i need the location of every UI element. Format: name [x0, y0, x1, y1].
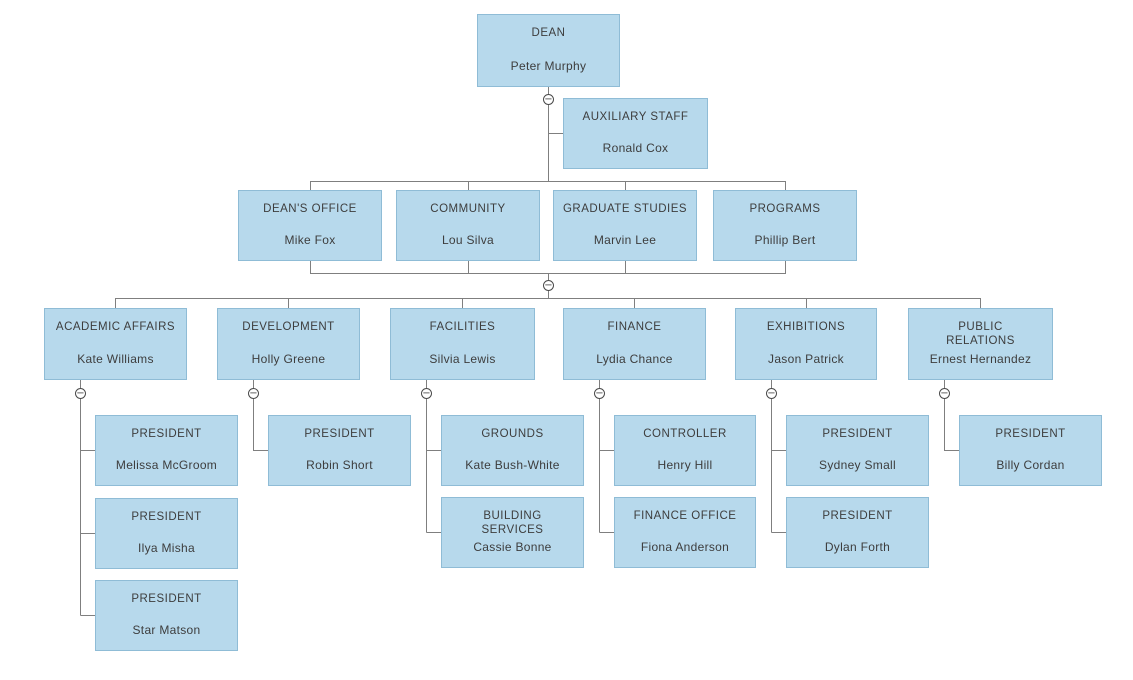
node-title: DEVELOPMENT [242, 321, 335, 333]
node-person-name: Ronald Cox [602, 141, 669, 155]
org-node-facilities[interactable]: FACILITIES Silvia Lewis [390, 308, 535, 380]
org-node-development[interactable]: DEVELOPMENT Holly Greene [217, 308, 360, 380]
node-title: DEAN [531, 27, 566, 39]
node-title: ACADEMIC AFFAIRS [55, 321, 176, 333]
node-title: PRESIDENT [131, 428, 202, 440]
node-person-name: Henry Hill [657, 458, 713, 472]
org-node-president-billy-cordan[interactable]: PRESIDENT Billy Cordan [959, 415, 1102, 486]
node-person-name: Sydney Small [819, 458, 896, 472]
minus-glyph: − [767, 388, 776, 399]
node-title: BUILDING SERVICES [481, 510, 544, 536]
collapse-minus-icon-dean[interactable]: − [543, 94, 554, 105]
node-title: DEAN'S OFFICE [263, 203, 357, 215]
org-node-finance-office[interactable]: FINANCE OFFICE Fiona Anderson [614, 497, 756, 568]
node-person-name: Melissa McGroom [115, 458, 218, 472]
org-node-exhibitions[interactable]: EXHIBITIONS Jason Patrick [735, 308, 877, 380]
minus-glyph: − [595, 388, 604, 399]
minus-glyph: − [544, 280, 553, 291]
node-title: PROGRAMS [749, 203, 821, 215]
connector-development-children [253, 380, 268, 451]
node-title: GRADUATE STUDIES [562, 203, 688, 215]
node-person-name: Robin Short [306, 458, 373, 472]
org-node-finance[interactable]: FINANCE Lydia Chance [563, 308, 706, 380]
node-title: PRESIDENT [131, 511, 202, 523]
node-title: PRESIDENT [995, 428, 1066, 440]
minus-glyph: − [76, 388, 85, 399]
node-title: CONTROLLER [643, 428, 727, 440]
node-person-name: Marvin Lee [593, 233, 657, 247]
org-node-president-ilya-misha[interactable]: PRESIDENT Ilya Misha [95, 498, 238, 569]
connector-public-relations-children [944, 380, 959, 451]
connector-facilities-children [426, 380, 441, 533]
node-person-name: Peter Murphy [510, 59, 587, 73]
org-node-graduate-studies[interactable]: GRADUATE STUDIES Marvin Lee [553, 190, 697, 261]
org-node-public-relations[interactable]: PUBLIC RELATIONS Ernest Hernandez [908, 308, 1053, 380]
org-node-president-melissa-mcgroom[interactable]: PRESIDENT Melissa McGroom [95, 415, 238, 486]
minus-glyph: − [249, 388, 258, 399]
node-title: COMMUNITY [430, 203, 506, 215]
node-person-name: Phillip Bert [754, 233, 816, 247]
org-node-building-services[interactable]: BUILDING SERVICES Cassie Bonne [441, 497, 584, 568]
node-title: PRESIDENT [131, 593, 202, 605]
node-title: AUXILIARY STAFF [582, 111, 689, 123]
org-node-dean[interactable]: DEAN Peter Murphy [477, 14, 620, 87]
node-person-name: Fiona Anderson [640, 540, 730, 554]
minus-glyph: − [544, 94, 553, 105]
org-node-academic-affairs[interactable]: ACADEMIC AFFAIRS Kate Williams [44, 308, 187, 380]
org-node-president-dylan-forth[interactable]: PRESIDENT Dylan Forth [786, 497, 929, 568]
node-person-name: Kate Bush-White [465, 458, 560, 472]
connector-row2-bottom-bus [310, 261, 786, 274]
org-node-deans-office[interactable]: DEAN'S OFFICE Mike Fox [238, 190, 382, 261]
node-person-name: Lou Silva [441, 233, 495, 247]
node-title: FACILITIES [429, 321, 496, 333]
connector-row3-bus [115, 298, 981, 308]
node-title: PRESIDENT [304, 428, 375, 440]
node-title: PUBLIC RELATIONS [946, 321, 1015, 347]
org-node-auxiliary-staff[interactable]: AUXILIARY STAFF Ronald Cox [563, 98, 708, 169]
node-person-name: Silvia Lewis [429, 352, 496, 366]
org-node-grounds[interactable]: GROUNDS Kate Bush-White [441, 415, 584, 486]
node-person-name: Jason Patrick [768, 352, 844, 366]
node-person-name: Holly Greene [251, 352, 326, 366]
connector-academic-affairs-children [80, 380, 95, 616]
node-title: FINANCE OFFICE [633, 510, 737, 522]
node-person-name: Kate Williams [77, 352, 154, 366]
org-node-president-robin-short[interactable]: PRESIDENT Robin Short [268, 415, 411, 486]
collapse-minus-icon-exhibitions[interactable]: − [766, 388, 777, 399]
node-title: GROUNDS [481, 428, 544, 440]
org-node-community[interactable]: COMMUNITY Lou Silva [396, 190, 540, 261]
node-person-name: Ernest Hernandez [929, 352, 1032, 366]
collapse-minus-icon-facilities[interactable]: − [421, 388, 432, 399]
node-person-name: Mike Fox [284, 233, 336, 247]
node-title: PRESIDENT [822, 428, 893, 440]
connector-row2-top-bus [310, 181, 786, 190]
node-person-name: Star Matson [132, 623, 201, 637]
connector-finance-children [599, 380, 614, 533]
node-person-name: Lydia Chance [596, 352, 673, 366]
org-node-controller[interactable]: CONTROLLER Henry Hill [614, 415, 756, 486]
collapse-minus-icon-finance[interactable]: − [594, 388, 605, 399]
node-person-name: Ilya Misha [137, 541, 196, 555]
collapse-minus-icon-academic-affairs[interactable]: − [75, 388, 86, 399]
node-title: PRESIDENT [822, 510, 893, 522]
node-title: EXHIBITIONS [766, 321, 846, 333]
org-node-president-star-matson[interactable]: PRESIDENT Star Matson [95, 580, 238, 651]
node-person-name: Cassie Bonne [473, 540, 552, 554]
collapse-minus-icon-development[interactable]: − [248, 388, 259, 399]
minus-glyph: − [422, 388, 431, 399]
connector-exhibitions-children [771, 380, 786, 533]
collapse-minus-icon-level3[interactable]: − [543, 280, 554, 291]
node-title: FINANCE [607, 321, 662, 333]
node-person-name: Billy Cordan [996, 458, 1065, 472]
collapse-minus-icon-public-relations[interactable]: − [939, 388, 950, 399]
node-person-name: Dylan Forth [824, 540, 891, 554]
org-node-programs[interactable]: PROGRAMS Phillip Bert [713, 190, 857, 261]
org-node-president-sydney-small[interactable]: PRESIDENT Sydney Small [786, 415, 929, 486]
minus-glyph: − [940, 388, 949, 399]
